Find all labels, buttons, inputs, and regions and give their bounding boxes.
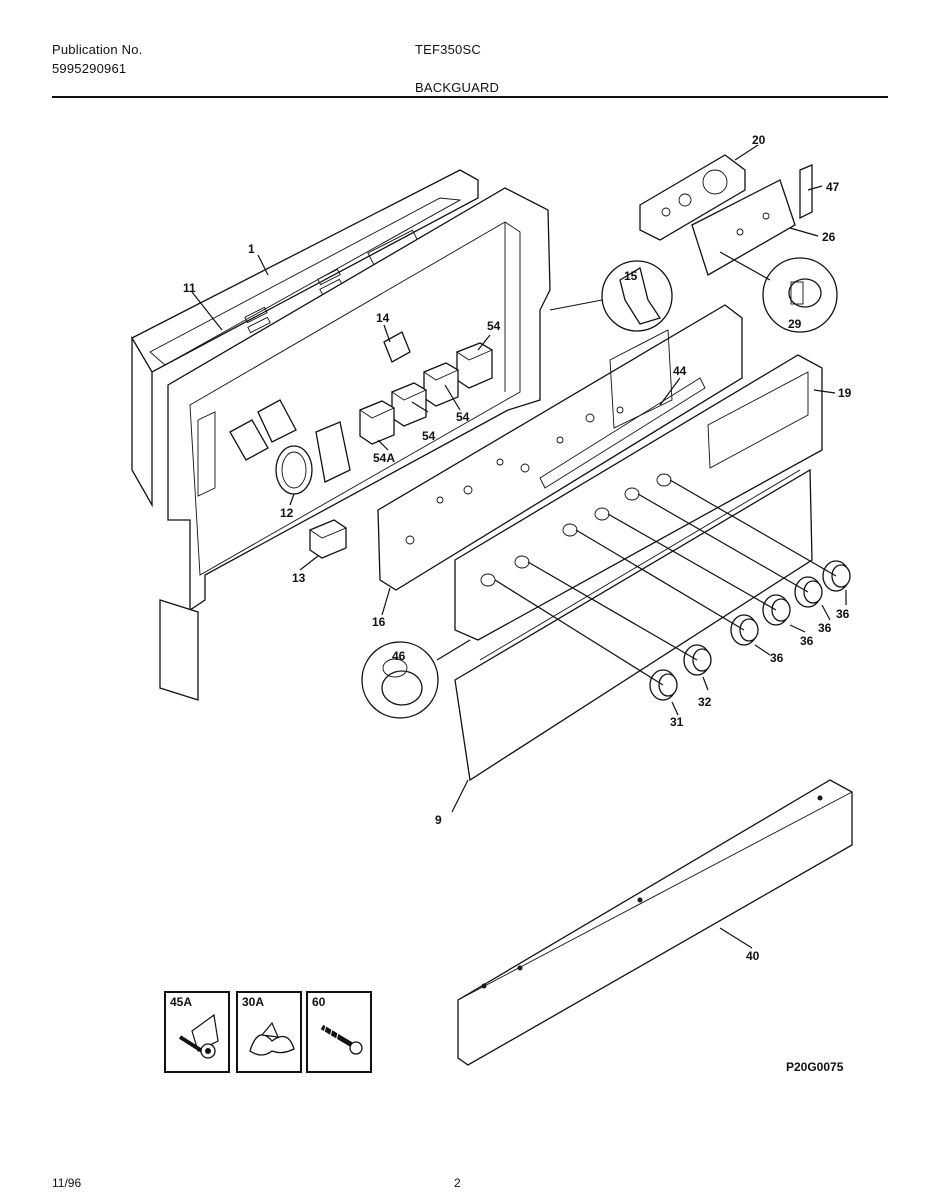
callout-14: 14	[376, 311, 390, 325]
callout-54-mid: 54	[456, 410, 470, 424]
bracket-47	[799, 164, 813, 220]
control-bracket-16	[377, 304, 743, 591]
callout-44: 44	[673, 364, 687, 378]
switch-54A	[359, 400, 395, 445]
hardware-box-45A: 45A	[164, 991, 230, 1073]
knob-detail-46	[361, 641, 439, 719]
callout-36-d: 36	[770, 651, 784, 665]
knob-31	[649, 669, 678, 701]
callout-12: 12	[280, 506, 294, 520]
section-title: BACKGUARD	[415, 80, 500, 95]
hardware-box-30A: 30A	[236, 991, 302, 1073]
hardware-label-45A: 45A	[170, 995, 193, 1009]
callout-54A: 54A	[373, 451, 395, 465]
footer-date: 11/96	[52, 1176, 82, 1190]
knob-36-b	[762, 594, 791, 626]
callout-16: 16	[372, 615, 386, 629]
callout-47: 47	[826, 180, 840, 194]
callout-13: 13	[292, 571, 306, 585]
callout-19: 19	[838, 386, 852, 400]
backguard-frame	[159, 187, 551, 701]
knob-36-d	[822, 560, 851, 592]
relay-13	[309, 519, 347, 559]
switch-54-b	[423, 362, 459, 407]
hardware-label-30A: 30A	[242, 995, 265, 1009]
callout-9: 9	[435, 813, 442, 827]
leader-lines	[191, 144, 847, 949]
clock-timer-20	[639, 154, 746, 241]
footer-page: 2	[454, 1176, 461, 1190]
callout-54-top: 54	[487, 319, 501, 333]
bracket-14	[229, 331, 411, 461]
knob-32	[683, 644, 712, 676]
switch-54-c	[391, 382, 427, 427]
callout-36-a: 36	[836, 607, 850, 621]
knob-36-c	[794, 576, 823, 608]
header-rule	[52, 96, 888, 98]
model-number: TEF350SC	[415, 42, 481, 57]
coil-12	[275, 421, 351, 495]
callout-54-low: 54	[422, 429, 436, 443]
callout-11: 11	[183, 281, 196, 295]
callout-31: 31	[670, 715, 684, 729]
wing-nut-clip-icon	[249, 1021, 295, 1056]
lower-trim-9	[454, 468, 813, 782]
front-trim-40	[457, 779, 853, 1066]
clip-detail-15	[549, 260, 673, 332]
publication-label: Publication No.	[52, 42, 143, 57]
callout-36-b: 36	[818, 621, 832, 635]
drawing-code: P20G0075	[786, 1060, 844, 1074]
screw-icon	[320, 1024, 363, 1055]
overlay-plate-26	[691, 179, 796, 276]
knob-detail-29	[762, 257, 838, 333]
publication-number: 5995290961	[52, 61, 127, 76]
callout-32: 32	[698, 695, 712, 709]
rear-cover-panel	[131, 169, 479, 508]
callout-15: 15	[624, 269, 638, 283]
callout-36-c: 36	[800, 634, 814, 648]
knob-36-a	[730, 614, 759, 646]
callout-1: 1	[248, 242, 255, 256]
callout-29: 29	[788, 317, 802, 331]
hardware-box-60: 60	[306, 991, 372, 1073]
callout-26: 26	[822, 230, 836, 244]
callout-40: 40	[746, 949, 760, 963]
callout-46: 46	[392, 649, 406, 663]
screw-with-clip-icon	[178, 1013, 219, 1059]
callout-20: 20	[752, 133, 766, 147]
hardware-label-60: 60	[312, 995, 326, 1009]
